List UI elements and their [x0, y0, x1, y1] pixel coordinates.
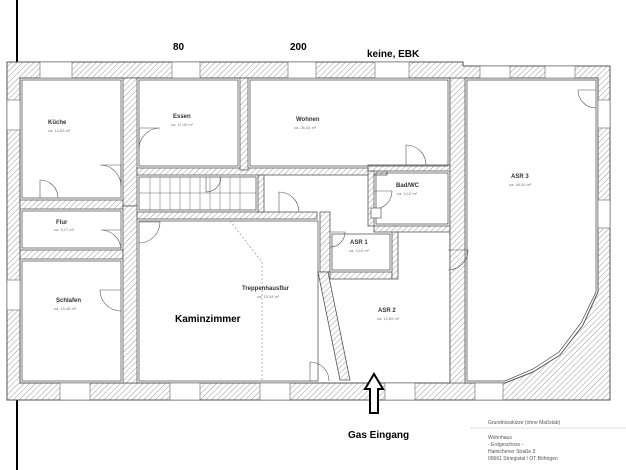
room-asr1-name: ASR 1: [350, 240, 368, 246]
room-asr1-area: ca. 3,10 m²: [349, 248, 370, 253]
caption-floor: - Erdgeschoss -: [488, 442, 524, 448]
caption-city: 09661 Striegistal / OT Böhrigen: [488, 456, 558, 462]
windows: [6, 61, 611, 401]
room-wohnen-name: Wohnen: [296, 117, 320, 123]
shaft-square: [370, 207, 382, 219]
entrance-arrow: [363, 372, 385, 414]
caption-building: Wohnhaus: [488, 435, 512, 441]
room-flur-name: Flur: [56, 220, 68, 226]
room-kueche-name: Küche: [48, 120, 67, 126]
room-flur-area: ca. 5,17 m²: [54, 227, 75, 232]
room-badwc-name: Bad/WC: [396, 183, 419, 189]
caption-block: Grundrissskizze (ohne Maßstab) Wohnhaus …: [488, 420, 560, 463]
width-note-80: 80: [173, 42, 185, 53]
zone-lines: [229, 220, 263, 381]
exterior-wall: [6, 61, 611, 401]
interior-walls: [19, 77, 466, 384]
room-asr2-name: ASR 2: [378, 308, 396, 314]
room-essen-name: Essen: [173, 114, 191, 120]
caption-title: Grundrissskizze (ohne Maßstab): [488, 420, 561, 426]
room-badwc-area: ca. 3,12 m²: [397, 191, 418, 196]
room-essen-area: ca. 11,49 m²: [171, 122, 193, 127]
room-asr3-area: ca. 48,00 m²: [509, 182, 532, 187]
room-asr2-area: ca. 12,65 m²: [377, 316, 400, 321]
room-treppenhausflur-area: ca. 15,44 m²: [257, 294, 280, 299]
room-asr3-name: ASR 3: [511, 174, 529, 180]
room-schlafen-name: Schlafen: [56, 298, 82, 304]
door-swings: [39, 89, 597, 382]
kaminzimmer-label: Kaminzimmer: [175, 314, 241, 325]
room-treppenhausflur-name: Treppenhausflur: [242, 286, 290, 292]
gas-entrance-label: Gas Eingang: [348, 430, 410, 441]
room-wohnen-area: ca. 26,44 m²: [294, 125, 317, 130]
width-note-200: 200: [290, 42, 307, 53]
room-schlafen-area: ca. 15,48 m²: [54, 306, 77, 311]
caption-street: Hainichener Straße 3: [488, 449, 536, 455]
staircase: [139, 177, 256, 210]
room-kueche-area: ca. 14,83 m²: [48, 128, 71, 133]
angled-wall: [317, 271, 351, 381]
kitchen-note: keine, EBK: [367, 49, 420, 60]
room-outlines: [21, 79, 597, 382]
